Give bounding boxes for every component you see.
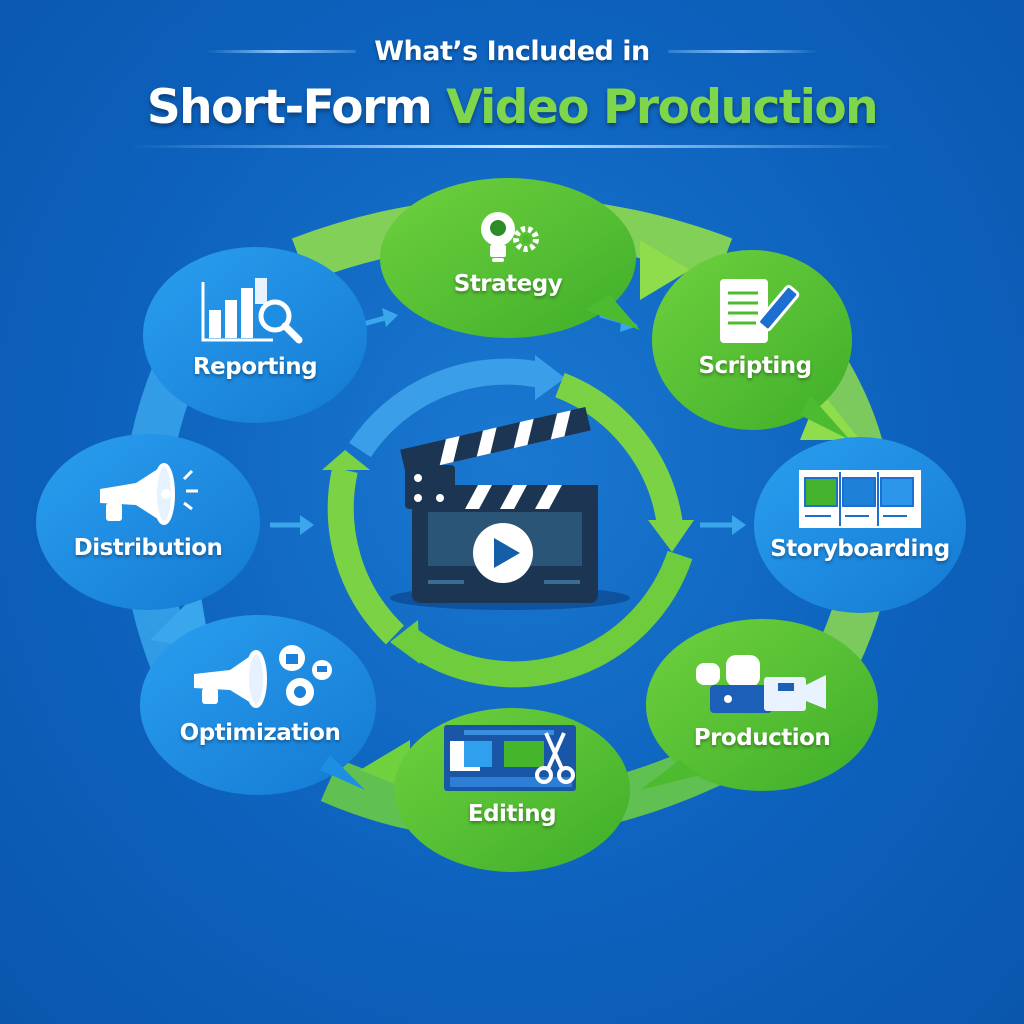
- step-label: Scripting: [698, 353, 812, 379]
- step-reporting[interactable]: Reporting: [155, 265, 355, 390]
- inner-cycle-arrows: [322, 355, 694, 688]
- storyboard-frames-icon: [799, 470, 921, 528]
- step-storyboarding[interactable]: Storyboarding: [760, 455, 960, 575]
- subtitle-row: What’s Included in: [0, 36, 1024, 67]
- step-distribution[interactable]: Distribution: [48, 445, 248, 575]
- title-underline: [130, 145, 894, 148]
- page-title: Short-Form Video Production: [0, 80, 1024, 135]
- document-pencil-icon: [720, 279, 800, 343]
- step-editing[interactable]: Editing: [422, 712, 602, 837]
- title-green: Video Production: [446, 80, 879, 135]
- video-camera-icon: [696, 655, 826, 713]
- header: What’s Included in Short-Form Video Prod…: [0, 0, 1024, 160]
- video-editor-scissors-icon: [444, 724, 576, 791]
- step-label: Strategy: [453, 271, 563, 297]
- step-label: Reporting: [192, 353, 318, 380]
- step-scripting[interactable]: Scripting: [665, 268, 845, 388]
- step-production[interactable]: Production: [672, 640, 852, 760]
- megaphone-social-icon: [194, 645, 332, 708]
- step-optimization[interactable]: Optimization: [160, 630, 360, 760]
- megaphone-icon: [100, 463, 198, 525]
- subtitle: What’s Included in: [374, 36, 650, 67]
- title-white: Short-Form: [146, 80, 433, 135]
- step-label: Distribution: [73, 535, 223, 561]
- lightbulb-gear-icon: [481, 212, 539, 262]
- step-strategy[interactable]: Strategy: [408, 198, 608, 308]
- clapperboard-play-icon: [390, 406, 630, 610]
- step-label: Storyboarding: [770, 536, 950, 562]
- step-label: Production: [693, 725, 831, 751]
- subtitle-rule-left: [206, 50, 357, 53]
- step-label: Editing: [467, 800, 557, 827]
- bar-chart-magnifier-icon: [201, 277, 303, 343]
- step-label: Optimization: [179, 720, 341, 746]
